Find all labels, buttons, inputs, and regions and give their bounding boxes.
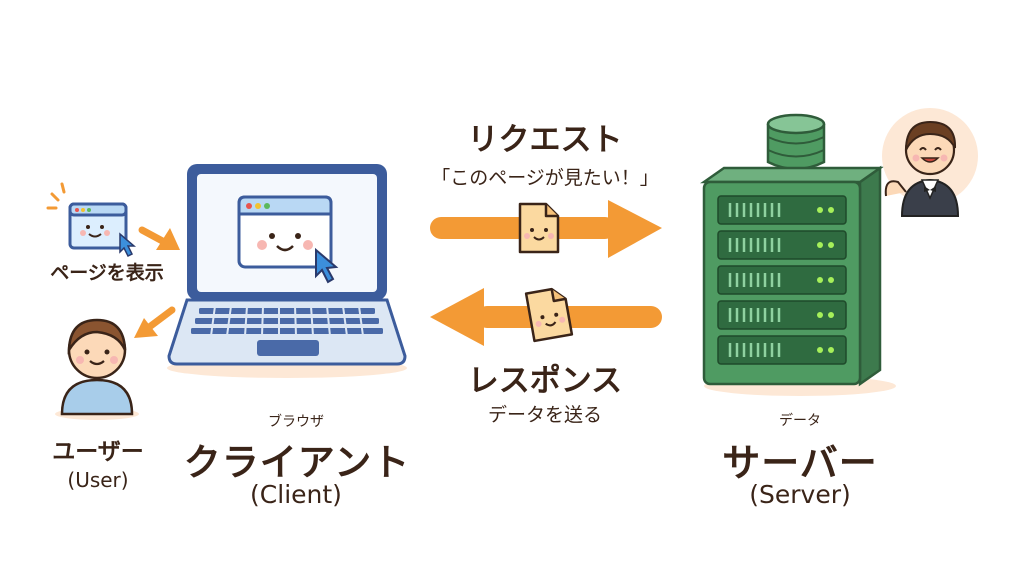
user-avatar [55, 318, 139, 420]
request-document-icon [518, 202, 560, 254]
browser-window-icon [237, 195, 339, 284]
arrow-to-laptop-icon [138, 226, 180, 250]
server-staff-avatar [882, 108, 978, 217]
server-label-en: (Server) [749, 480, 851, 509]
small-browser-icon [46, 182, 137, 258]
request-subtitle: 「このページが見たい！」 [431, 167, 659, 189]
request-title: リクエスト [467, 122, 623, 158]
user-label: ユーザー [52, 439, 144, 465]
browser-label: ブラウザ [268, 414, 324, 430]
arrow-to-user-icon [134, 306, 176, 338]
response-title: レスポンス [467, 363, 623, 399]
client-label: クライアント [183, 441, 411, 484]
response-subtitle: データを送る [487, 404, 602, 426]
server-rack-illustration [700, 113, 896, 396]
client-label-en: (Client) [250, 480, 342, 509]
response-document-icon [524, 287, 574, 343]
server-label: サーバー [722, 441, 878, 485]
user-label-en: (User) [67, 468, 129, 492]
page-view-label: ページを表示 [50, 262, 164, 284]
server-data-label: データ [779, 413, 821, 429]
